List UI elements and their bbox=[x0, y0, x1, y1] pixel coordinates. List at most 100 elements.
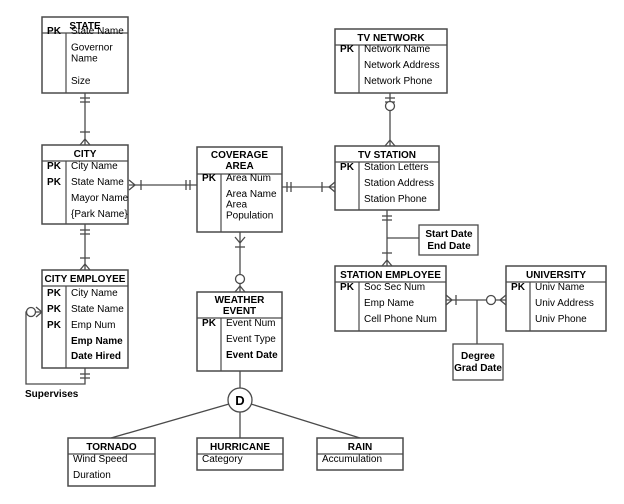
tornado-box bbox=[67, 437, 156, 487]
tv-station-attribute: Station Address bbox=[364, 178, 434, 189]
employee-crow-right bbox=[84, 263, 91, 271]
pk-marker: PK bbox=[511, 282, 526, 293]
weather-crow-a bbox=[234, 285, 241, 293]
city-attribute: Mayor Name bbox=[71, 193, 129, 204]
city-crow-foot-left bbox=[79, 138, 86, 146]
city-attribute: {Park Name} bbox=[71, 209, 128, 220]
state-box bbox=[41, 16, 129, 94]
university-attribute: Univ Name bbox=[535, 282, 585, 293]
coverage-crow-b bbox=[239, 236, 246, 244]
employee-crow-left bbox=[79, 263, 86, 271]
coverage-area-attribute: Area Num bbox=[226, 173, 271, 184]
university-box bbox=[505, 265, 607, 332]
station-employee-box bbox=[334, 265, 447, 332]
tv-network-box bbox=[334, 28, 448, 94]
station-optional-circle bbox=[384, 100, 396, 112]
coverage-area-attribute: Area bbox=[226, 200, 248, 211]
weather-optional-circle bbox=[234, 273, 246, 285]
city-crow-b bbox=[128, 184, 136, 191]
disjoint-circle bbox=[227, 387, 253, 413]
coverage-area-title: AREA bbox=[225, 161, 253, 172]
tv-network-attribute: Network Address bbox=[364, 60, 440, 71]
station-crow-a bbox=[328, 181, 336, 188]
station-employee-attribute: Emp Name bbox=[364, 298, 414, 309]
employment-attr-1: Start Date bbox=[425, 229, 473, 240]
pk-marker: PK bbox=[47, 320, 62, 331]
rain-title: RAIN bbox=[348, 442, 372, 453]
state-attribute: Size bbox=[71, 76, 91, 87]
pk-marker: PK bbox=[47, 161, 62, 172]
employment-attr-2: End Date bbox=[427, 241, 471, 252]
pk-marker: PK bbox=[47, 288, 62, 299]
city-employee-attribute: Emp Name bbox=[71, 336, 123, 347]
station-employee-attribute: Cell Phone Num bbox=[364, 314, 437, 325]
weather-event-box bbox=[196, 291, 283, 372]
rain-attribute: Accumulation bbox=[322, 454, 382, 465]
city-title: CITY bbox=[74, 149, 97, 160]
pk-marker: PK bbox=[340, 282, 355, 293]
degree-attr-2: Grad Date bbox=[454, 363, 502, 374]
coverage-area-box bbox=[196, 146, 283, 233]
tornado-attribute: Duration bbox=[73, 470, 111, 481]
stemp-crow-b bbox=[386, 259, 393, 267]
station-crow-c bbox=[384, 139, 391, 147]
coverage-area-title: COVERAGE bbox=[211, 150, 269, 161]
relationship-lines bbox=[25, 93, 507, 439]
tv-station-box bbox=[334, 145, 440, 211]
tornado-attribute: Wind Speed bbox=[73, 454, 127, 465]
station-employee-attribute: Soc Sec Num bbox=[364, 282, 425, 293]
supervises-optional-circle bbox=[25, 306, 37, 318]
city-crow-foot-right bbox=[84, 138, 91, 146]
stemp-crow-c bbox=[445, 294, 453, 301]
disjoint-tornado-line bbox=[110, 403, 230, 439]
weather-event-attribute: Event Type bbox=[226, 334, 276, 345]
coverage-area-attribute: Population bbox=[226, 211, 273, 222]
state-attribute: State Name bbox=[71, 26, 124, 37]
pk-marker: PK bbox=[340, 44, 355, 55]
pk-marker: PK bbox=[340, 162, 355, 173]
city-attribute: State Name bbox=[71, 177, 124, 188]
pk-marker: PK bbox=[202, 173, 217, 184]
state-attribute: Name bbox=[71, 54, 98, 65]
pk-marker: PK bbox=[202, 318, 217, 329]
univ-crow-a bbox=[499, 294, 507, 301]
city-crow-a bbox=[128, 179, 136, 186]
tv-network-title: TV NETWORK bbox=[357, 33, 425, 44]
city-employee-attribute: Emp Num bbox=[71, 320, 115, 331]
university-title: UNIVERSITY bbox=[526, 270, 586, 281]
university-attribute: Univ Address bbox=[535, 298, 594, 309]
station-crow-b bbox=[328, 186, 336, 193]
tv-network-attribute: Network Name bbox=[364, 44, 431, 55]
pk-marker: PK bbox=[47, 177, 62, 188]
degree-attributes-box bbox=[452, 343, 504, 381]
univ-crow-b bbox=[499, 299, 507, 306]
city-employee-title: CITY EMPLOYEE bbox=[45, 274, 126, 285]
coverage-area-attribute: Area Name bbox=[226, 189, 277, 200]
city-attribute: City Name bbox=[71, 161, 118, 172]
tv-station-attribute: Station Phone bbox=[364, 194, 427, 205]
state-attribute: Governor bbox=[71, 43, 113, 54]
stemp-crow-a bbox=[381, 259, 388, 267]
tv-station-attribute: Station Letters bbox=[364, 162, 428, 173]
disjoint-rain-line bbox=[250, 403, 361, 439]
hurricane-attribute: Category bbox=[202, 454, 243, 465]
supervises-crow-a bbox=[35, 306, 43, 313]
university-attribute: Univ Phone bbox=[535, 314, 587, 325]
stemp-crow-d bbox=[445, 299, 453, 306]
univ-optional-circle bbox=[485, 294, 497, 306]
coverage-crow-a bbox=[234, 236, 241, 244]
weather-event-attribute: Event Date bbox=[226, 350, 278, 361]
employment-attributes-box bbox=[418, 224, 479, 256]
tv-network-attribute: Network Phone bbox=[364, 76, 433, 87]
city-employee-attribute: City Name bbox=[71, 288, 118, 299]
tornado-title: TORNADO bbox=[86, 442, 137, 453]
pk-marker: PK bbox=[47, 26, 62, 37]
